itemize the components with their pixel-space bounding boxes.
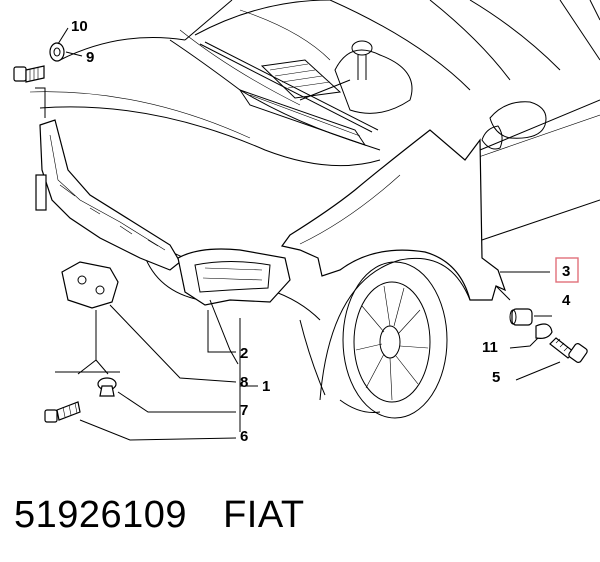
clip-7 bbox=[97, 377, 117, 397]
callout-7: 7 bbox=[240, 402, 248, 419]
callout-2: 2 bbox=[240, 345, 248, 362]
part-number: 51926109 bbox=[14, 494, 188, 536]
callout-8: 8 bbox=[240, 374, 248, 391]
callout-1: 1 bbox=[262, 378, 270, 395]
leader-lines bbox=[35, 27, 561, 441]
callout-labels: 10 9 2 1 8 7 6 3 4 11 5 bbox=[71, 18, 571, 445]
callout-10: 10 bbox=[71, 18, 88, 35]
clip-11 bbox=[535, 323, 553, 339]
callout-6: 6 bbox=[240, 428, 248, 445]
small-bracket bbox=[61, 261, 119, 309]
callout-3: 3 bbox=[562, 263, 570, 280]
front-support-bracket bbox=[35, 119, 181, 271]
highlight-box bbox=[555, 257, 579, 283]
callout-5: 5 bbox=[492, 369, 500, 386]
part-caption: 51926109 FIAT bbox=[14, 490, 305, 540]
bolt-6 bbox=[44, 401, 81, 423]
bolt-5 bbox=[549, 337, 588, 363]
washer-10 bbox=[49, 42, 65, 62]
bolt-9 bbox=[13, 65, 45, 83]
callout-9: 9 bbox=[86, 49, 94, 66]
callout-11: 11 bbox=[482, 339, 498, 356]
callout-4: 4 bbox=[562, 292, 571, 309]
headlamp-support bbox=[177, 248, 291, 306]
brand-name: FIAT bbox=[223, 494, 305, 536]
bush-4 bbox=[509, 308, 533, 326]
car-body-outline bbox=[29, 0, 600, 419]
front-fender bbox=[280, 129, 507, 301]
